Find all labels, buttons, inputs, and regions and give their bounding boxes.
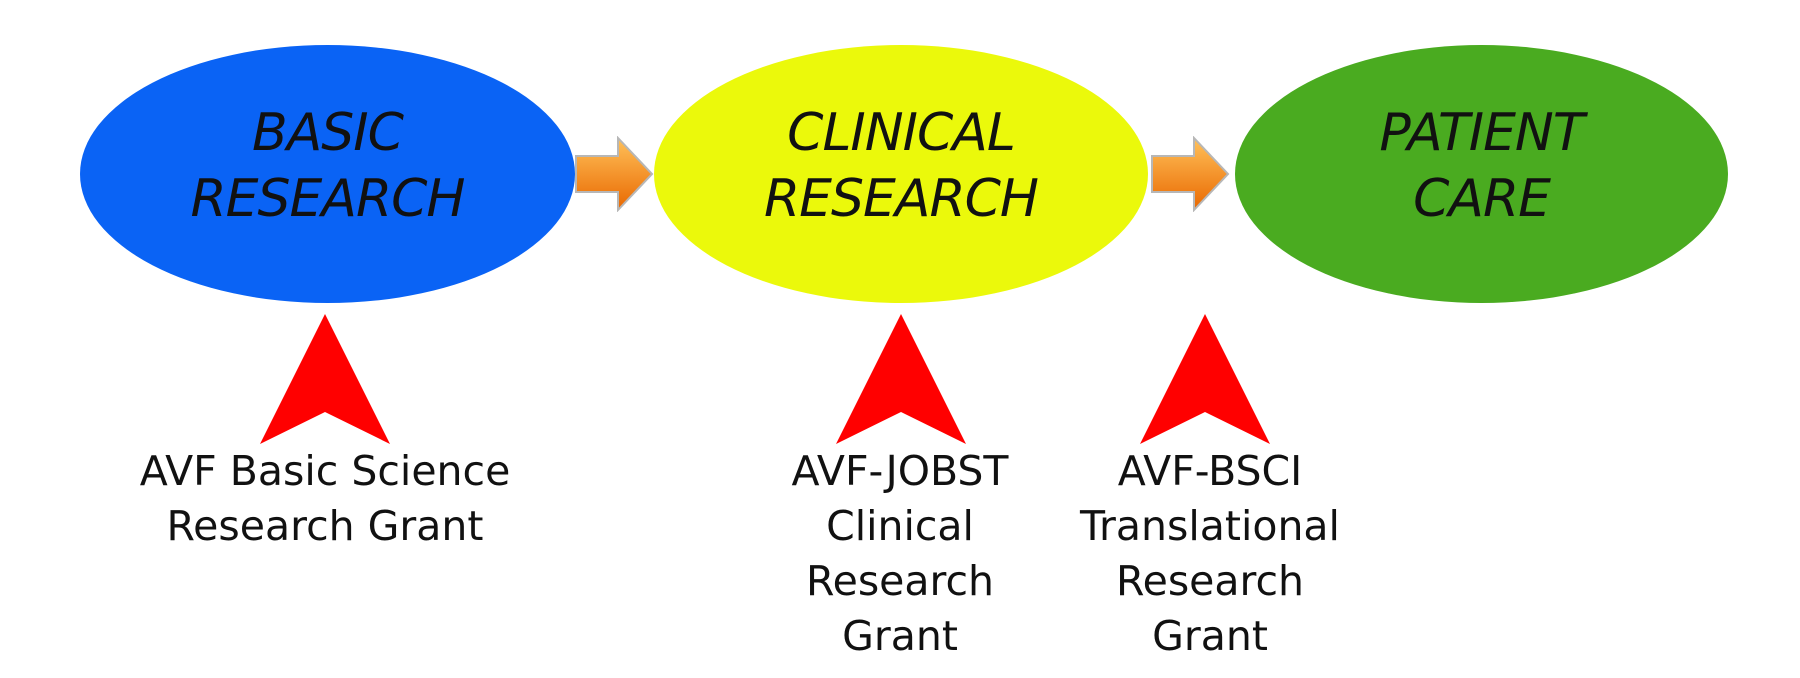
patient-care-label: PATIENT CARE	[1379, 103, 1584, 229]
clinical-research-stage: CLINICAL RESEARCH	[654, 45, 1148, 303]
grant-arrowhead-icon	[836, 314, 966, 444]
flow-arrow-icon	[1151, 136, 1230, 212]
jobst-clinical-grant-label: AVF-JOBST Clinical Research Grant	[791, 447, 1009, 660]
basic-research-stage: BASIC RESEARCH	[80, 45, 575, 303]
clinical-research-label: CLINICAL RESEARCH	[764, 103, 1039, 229]
bsci-translational-grant-label: AVF-BSCI Translational Research Grant	[1080, 447, 1340, 660]
basic-science-grant-label: AVF Basic Science Research Grant	[139, 447, 511, 550]
patient-care-stage: PATIENT CARE	[1235, 45, 1728, 303]
grant-arrowhead-icon	[1140, 314, 1270, 444]
flow-arrow-icon	[575, 136, 654, 212]
grant-arrowhead-icon	[260, 314, 390, 444]
basic-research-label: BASIC RESEARCH	[190, 103, 466, 229]
